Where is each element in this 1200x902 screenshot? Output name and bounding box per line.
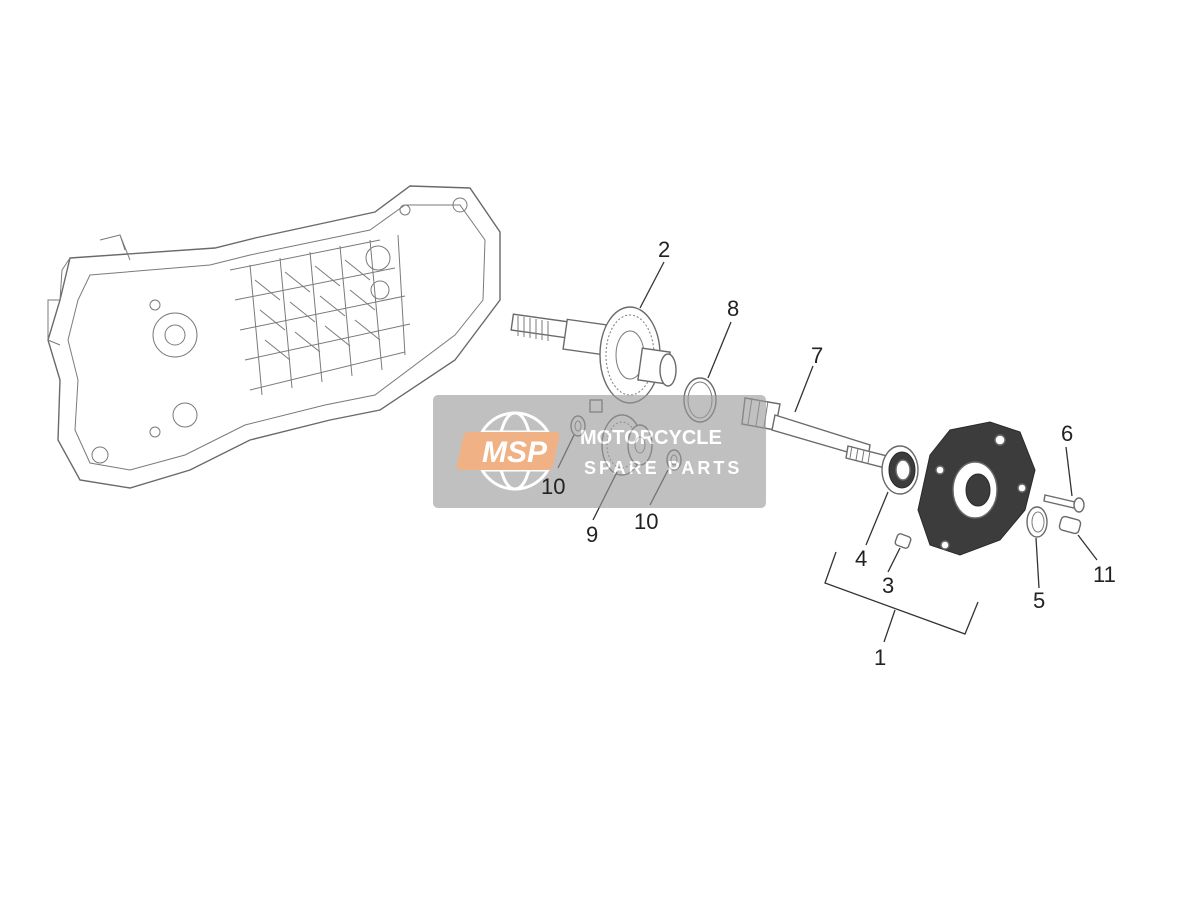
callout-11: 11: [1093, 562, 1116, 587]
callouts: 1 2 3 4 5 6 7 8 9 10 10 11: [541, 237, 1116, 670]
callout-10-right: 10: [634, 509, 658, 534]
dowel-pin-icon: [894, 533, 912, 549]
callout-10-left: 10: [541, 474, 565, 499]
watermark: MSP MOTORCYCLE SPARE PARTS: [433, 395, 766, 508]
callout-7: 7: [811, 343, 823, 368]
callout-6: 6: [1061, 421, 1073, 446]
bolt-icon: [1043, 494, 1085, 513]
plug-icon: [1058, 515, 1082, 535]
watermark-logo: MSP: [482, 436, 548, 469]
crankcase-icon: [47, 185, 501, 489]
logo-badge: [456, 432, 560, 470]
callout-5: 5: [1033, 588, 1045, 613]
oring-icon: [1026, 506, 1048, 538]
bearing-icon: [881, 445, 919, 495]
watermark-line1: MOTORCYCLE: [580, 427, 722, 449]
callout-8: 8: [727, 296, 739, 321]
callout-4: 4: [855, 546, 867, 571]
callout-9: 9: [586, 522, 598, 547]
watermark-box: [433, 395, 766, 508]
cover-icon: [917, 421, 1036, 556]
callout-1: 1: [874, 645, 886, 670]
callout-3: 3: [882, 573, 894, 598]
callout-2: 2: [658, 237, 670, 262]
watermark-line2: SPARE PARTS: [584, 458, 742, 478]
gear-shaft-icon: [510, 306, 677, 413]
